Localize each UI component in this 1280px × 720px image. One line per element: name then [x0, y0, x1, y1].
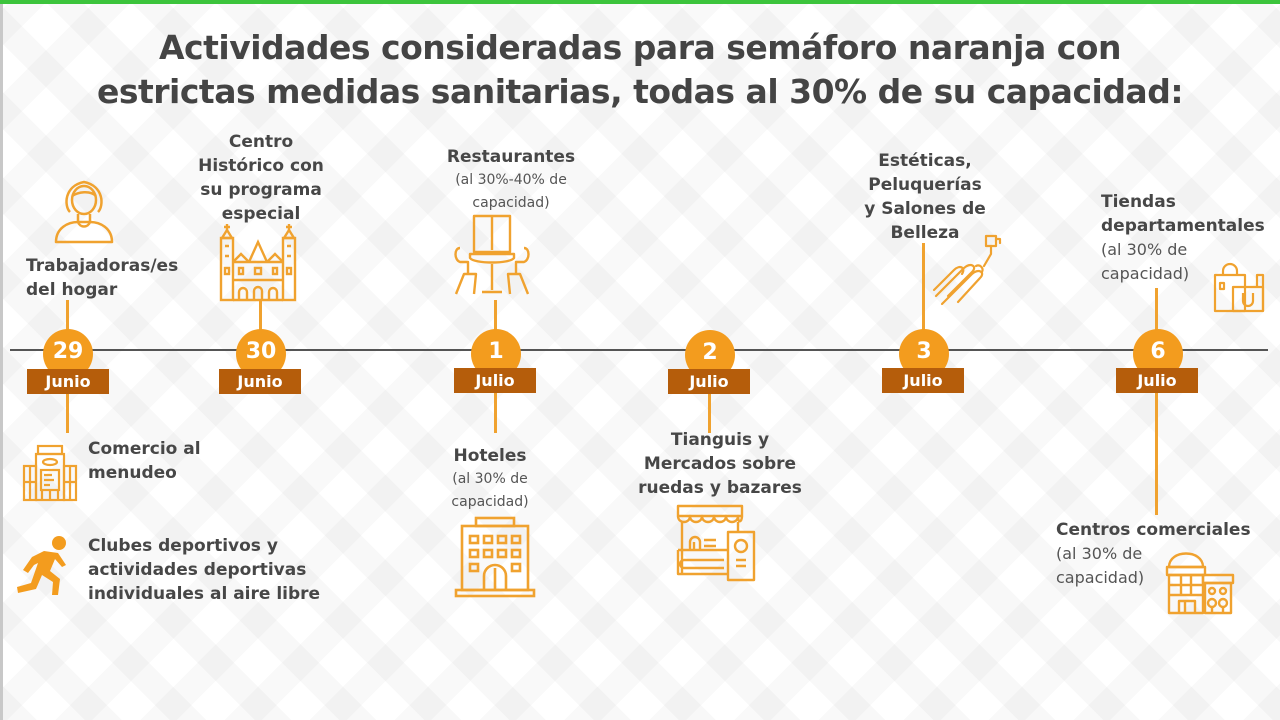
market-stall-icon: [676, 504, 758, 582]
connector-1-up: [494, 300, 497, 330]
shopping-bags-icon: [1213, 261, 1267, 313]
top-accent-bar: [0, 0, 1280, 4]
month-badge: Junio: [219, 369, 301, 394]
woman-icon: [50, 176, 118, 246]
label-hoteles: Hoteles (al 30% de capacidad): [451, 446, 529, 510]
month-badge: Julio: [1116, 368, 1198, 393]
label-clubes: Clubes deportivos y actividades deportiv…: [88, 536, 321, 604]
cathedral-icon: [217, 222, 299, 302]
title-line-1: Actividades consideradas para semáforo n…: [159, 28, 1121, 67]
label-centros-comerciales: Centros comerciales (al 30% de capacidad…: [1056, 520, 1251, 587]
label-restaurantes: Restaurantes (al 30%-40% de capacidad): [446, 147, 576, 211]
month-badge: Julio: [668, 369, 750, 394]
label-centro-historico: Centro Histórico con su programa especia…: [198, 132, 324, 224]
connector-6-up: [1155, 288, 1158, 330]
title-line-2: estrictas medidas sanitarias, todas al 3…: [96, 72, 1184, 111]
connector-2-down: [708, 393, 711, 433]
store-building-icon: [22, 444, 78, 502]
mall-icon: [1165, 545, 1235, 615]
hotel-icon: [454, 516, 536, 598]
month-badge: Julio: [882, 368, 964, 393]
connector-6-down: [1155, 393, 1158, 515]
timeline-axis: [10, 349, 1268, 351]
label-tiendas: Tiendas departamentales (al 30% de capac…: [1101, 192, 1265, 283]
month-badge: Junio: [27, 369, 109, 394]
restaurant-table-icon: [450, 214, 534, 296]
connector-1-down: [494, 393, 497, 433]
page-title: Actividades consideradas para semáforo n…: [0, 26, 1280, 114]
left-edge: [0, 4, 3, 720]
runner-icon: [14, 535, 74, 601]
month-badge: Julio: [454, 368, 536, 393]
connector-29-down: [66, 393, 69, 433]
connector-3-up: [922, 243, 925, 333]
label-comercio: Comercio al menudeo: [88, 439, 201, 483]
connector-30-up: [259, 300, 262, 330]
nail-polish-icon: [932, 234, 1004, 306]
connector-29-up: [66, 300, 69, 330]
label-esteticas: Estéticas, Peluquerías y Salones de Bell…: [864, 151, 986, 243]
label-trabajadoras: Trabajadoras/es del hogar: [26, 256, 179, 300]
label-tianguis: Tianguis y Mercados sobre ruedas y bazar…: [638, 430, 802, 498]
